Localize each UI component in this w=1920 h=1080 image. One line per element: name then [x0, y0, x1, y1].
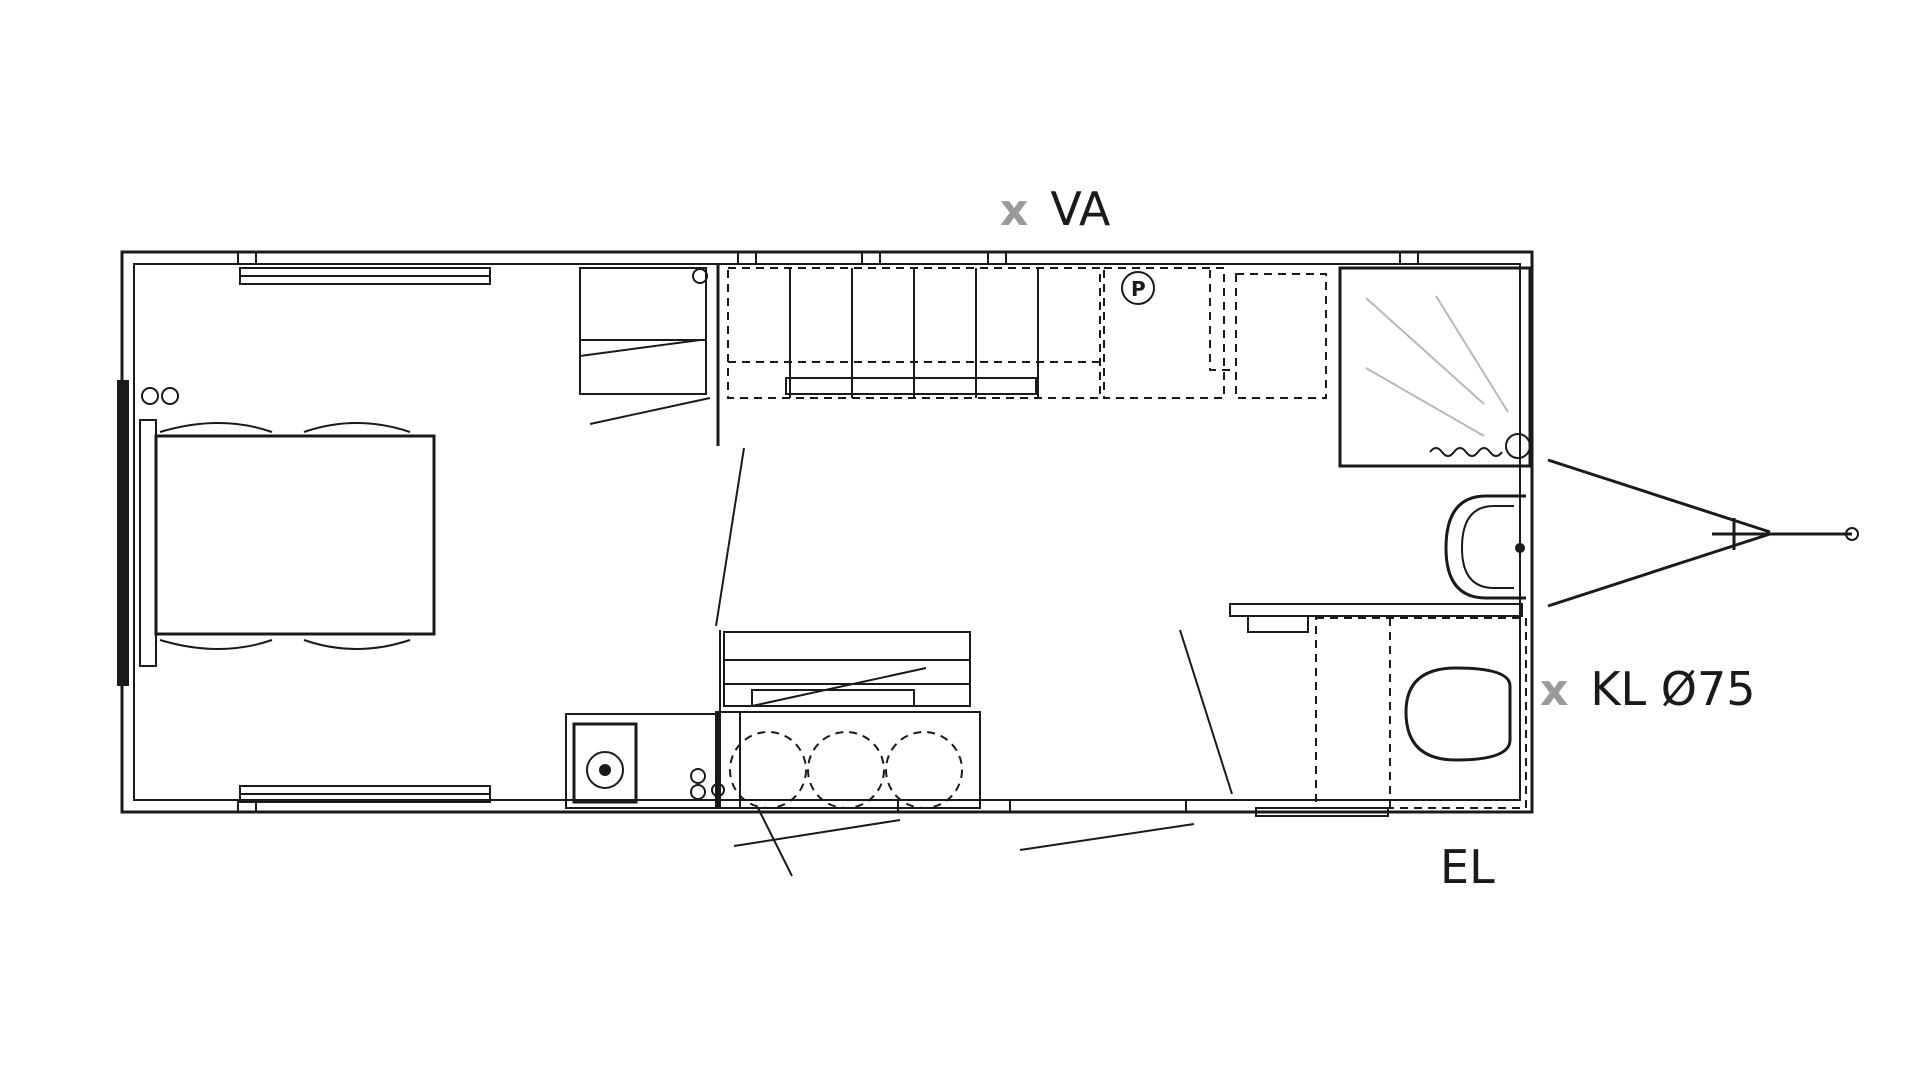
electric-label: EL	[1440, 844, 1495, 890]
electric-text: EL	[1440, 840, 1495, 894]
small-cupboard	[1235, 273, 1327, 399]
wardrobe	[579, 267, 711, 425]
entry-door	[733, 807, 1195, 877]
washbasin	[1444, 494, 1526, 600]
partition-wall	[715, 264, 745, 627]
drawbar	[1547, 458, 1859, 608]
drain-text: KL Ø75	[1590, 662, 1756, 716]
window-bottom-left	[239, 785, 491, 803]
outer-wall	[120, 250, 1534, 814]
upper-cabinets	[727, 267, 1101, 399]
bathroom-partition	[1179, 603, 1523, 795]
wall-ticks	[237, 252, 1419, 812]
washing-machine	[565, 713, 719, 809]
bed	[139, 419, 436, 667]
window-top-left	[239, 267, 491, 285]
bathroom-door	[1255, 807, 1389, 817]
connection-marker-icon: x	[1000, 185, 1029, 236]
toilet	[1315, 617, 1527, 809]
pump-cabinet: P	[1103, 267, 1236, 399]
kitchen-counter	[715, 711, 981, 809]
sofa	[719, 630, 971, 808]
end-window	[117, 380, 129, 686]
pump-label: P	[1131, 277, 1146, 301]
connection-marker-icon: x	[1540, 665, 1569, 716]
shower	[1338, 266, 1532, 468]
water-supply-text: VA	[1050, 182, 1111, 236]
